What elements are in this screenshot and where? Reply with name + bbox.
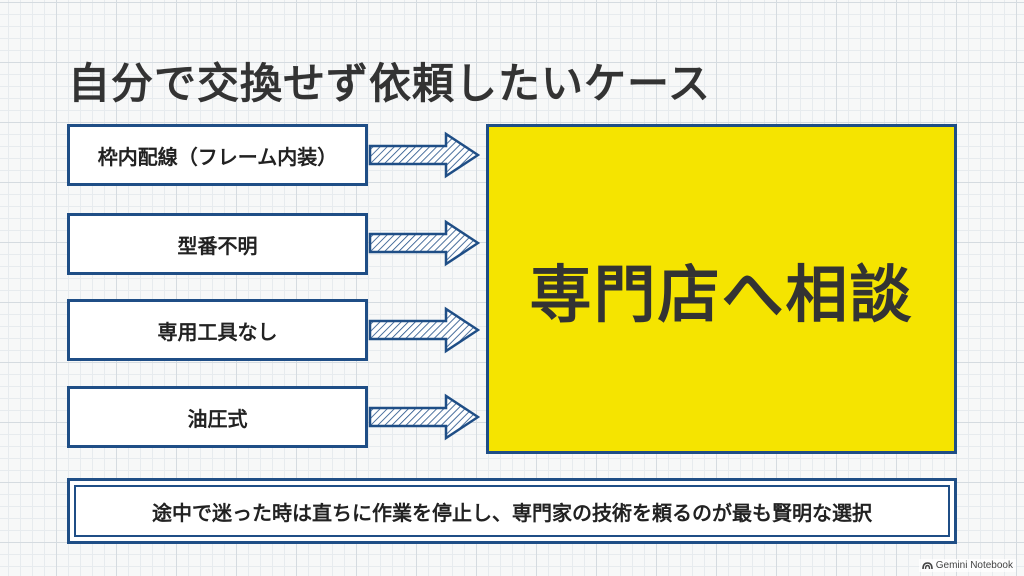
case-box-frame-wiring: 枠内配線（フレーム内装）: [67, 124, 368, 186]
target-box-consult-shop: 専門店へ相談: [486, 124, 957, 454]
case-box-hydraulic: 油圧式: [67, 386, 368, 448]
case-label: 型番不明: [177, 233, 258, 258]
advice-inner-frame: 途中で迷った時は直ちに作業を停止し、専門家の技術を頼るのが最も賢明な選択: [74, 485, 950, 537]
target-label: 専門店へ相談: [529, 258, 914, 331]
arrow-right-icon: [368, 393, 480, 441]
watermark: Gemini Notebook: [918, 559, 1016, 572]
case-label: 油圧式: [187, 406, 248, 431]
arrow-right-icon: [368, 306, 480, 354]
watermark-text: Gemini Notebook: [935, 560, 1013, 571]
advice-text: 途中で迷った時は直ちに作業を停止し、専門家の技術を頼るのが最も賢明な選択: [152, 500, 872, 525]
case-box-no-special-tool: 専用工具なし: [67, 299, 368, 361]
slide-title: 自分で交換せず依頼したいケース: [68, 59, 711, 108]
advice-box: 途中で迷った時は直ちに作業を停止し、専門家の技術を頼るのが最も賢明な選択: [67, 478, 957, 544]
notebook-logo-icon: [921, 562, 933, 570]
arrow-right-icon: [368, 219, 480, 267]
case-label: 枠内配線（フレーム内装）: [97, 144, 338, 169]
case-box-unknown-model: 型番不明: [67, 213, 368, 275]
arrow-right-icon: [368, 131, 480, 179]
case-label: 専用工具なし: [157, 319, 278, 344]
